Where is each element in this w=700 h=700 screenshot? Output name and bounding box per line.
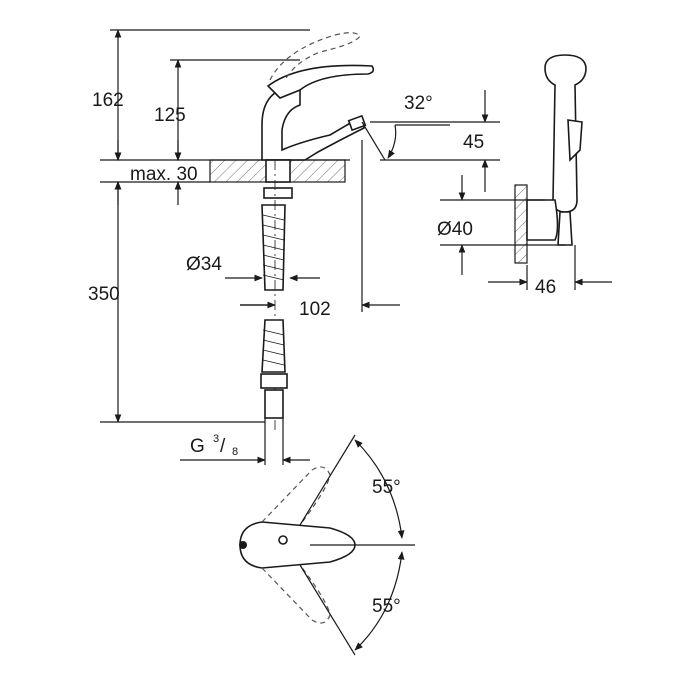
label-102: 102 xyxy=(299,299,331,320)
faucet-dimensions xyxy=(100,29,500,465)
label-thread-g: G xyxy=(190,436,205,457)
faucet-lever xyxy=(266,64,375,99)
label-162: 162 xyxy=(92,90,124,111)
lever-raised-outline xyxy=(269,32,361,81)
hand-shower-button xyxy=(567,119,583,162)
lever-top-view xyxy=(239,434,415,656)
hose-tail xyxy=(557,211,573,246)
spout-aerator xyxy=(347,114,367,132)
label-thread-denominator: 8 xyxy=(232,446,238,458)
label-o40: Ø40 xyxy=(437,219,473,240)
label-55-deg-top: 55° xyxy=(372,477,401,498)
label-thread-numerator: 3 xyxy=(213,433,219,445)
hose-coil-upper xyxy=(262,214,285,281)
label-45: 45 xyxy=(463,132,484,153)
label-thread-slash: / xyxy=(220,436,226,457)
wall-section xyxy=(514,184,528,264)
dimension-labels: 162 125 32° max. 30 45 350 Ø34 102 Ø40 4… xyxy=(88,90,556,617)
label-32-deg: 32° xyxy=(404,93,433,114)
hand-shower-head xyxy=(544,54,587,213)
hose-coil-lower xyxy=(262,329,285,366)
lever-pivot xyxy=(239,541,247,549)
lever-top-dashed-left xyxy=(261,466,331,526)
lever-top-dashed-right xyxy=(261,564,331,624)
label-46: 46 xyxy=(535,277,556,298)
label-55-deg-bottom: 55° xyxy=(372,596,401,617)
lever-cap xyxy=(278,535,288,545)
supply-hose-lower xyxy=(261,319,286,373)
shower-holder xyxy=(526,199,559,241)
label-350: 350 xyxy=(88,284,120,305)
mounting-shank xyxy=(265,159,291,183)
mounting-nut xyxy=(263,187,293,199)
shower-dimensions xyxy=(440,175,612,290)
faucet-side-view xyxy=(209,32,375,430)
hand-shower-view xyxy=(514,54,587,264)
label-max-30: max. 30 xyxy=(130,164,198,185)
hose-fitting xyxy=(260,373,288,389)
label-o34: Ø34 xyxy=(186,254,222,275)
label-125: 125 xyxy=(154,105,186,126)
hose-thread-end xyxy=(264,389,284,419)
